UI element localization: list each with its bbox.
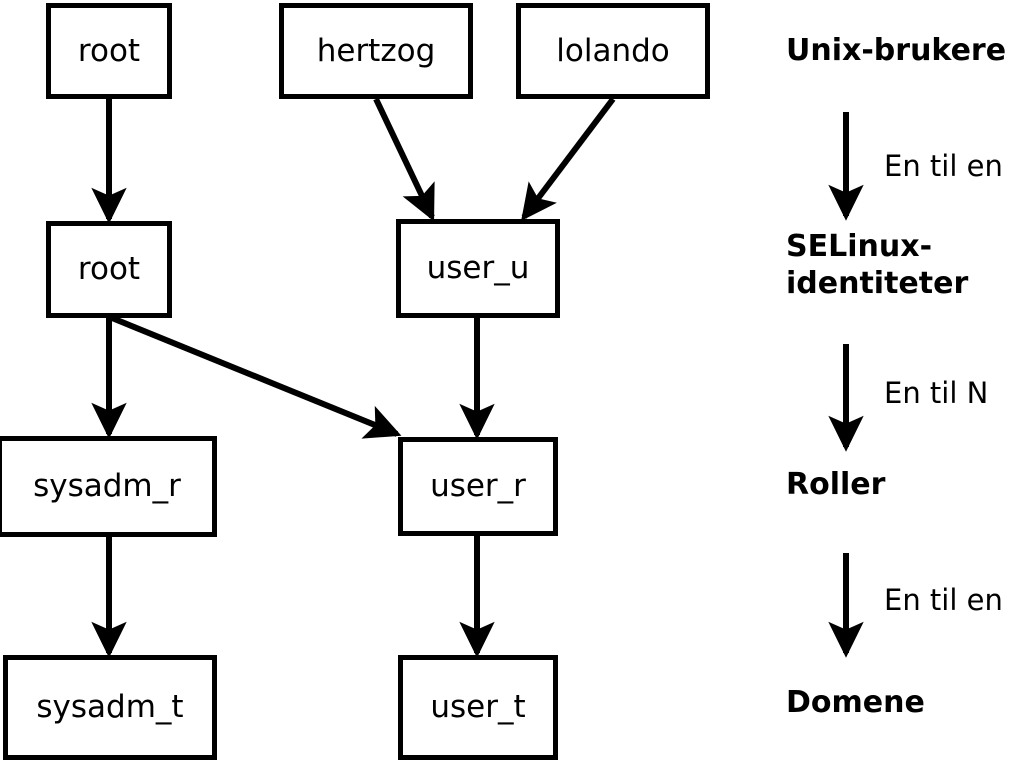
node-sel-root[interactable]: root xyxy=(46,221,172,318)
node-dom-sysadm[interactable]: sysadm_t xyxy=(3,655,217,760)
node-dom-user[interactable]: user_t xyxy=(398,655,558,760)
edge-e-lolando-useru xyxy=(521,97,616,221)
node-label: sysadm_r xyxy=(33,468,181,504)
node-label: user_t xyxy=(430,689,526,725)
edge-e-root-userr xyxy=(110,315,402,439)
node-label: hertzog xyxy=(316,32,436,69)
legend-relation-label-rel-3: En til en xyxy=(884,583,1003,617)
legend-tier-tier-selinux: SELinux- identiteter xyxy=(786,229,969,302)
node-unix-hertzog[interactable]: hertzog xyxy=(279,3,473,99)
node-label: user_r xyxy=(430,468,526,504)
legend-relation-label-rel-1: En til en xyxy=(884,149,1003,183)
node-label: root xyxy=(77,32,141,69)
edge-e-hertzog-useru xyxy=(373,97,435,222)
node-unix-root[interactable]: root xyxy=(46,3,172,99)
legend-relation-label-rel-2: En til N xyxy=(884,376,989,410)
node-sel-user-u[interactable]: user_u xyxy=(396,219,560,318)
legend-tier-tier-unix: Unix-brukere xyxy=(786,33,1007,68)
node-role-user[interactable]: user_r xyxy=(398,437,558,536)
node-role-sysadm[interactable]: sysadm_r xyxy=(0,436,217,537)
legend-tier-tier-domene: Domene xyxy=(786,685,925,720)
node-unix-lolando[interactable]: lolando xyxy=(516,3,710,99)
legend-tier-tier-roller: Roller xyxy=(786,467,886,502)
node-label: sysadm_t xyxy=(36,689,184,725)
node-label: root xyxy=(77,251,141,287)
node-label: user_u xyxy=(426,250,530,286)
node-label: lolando xyxy=(556,32,670,69)
